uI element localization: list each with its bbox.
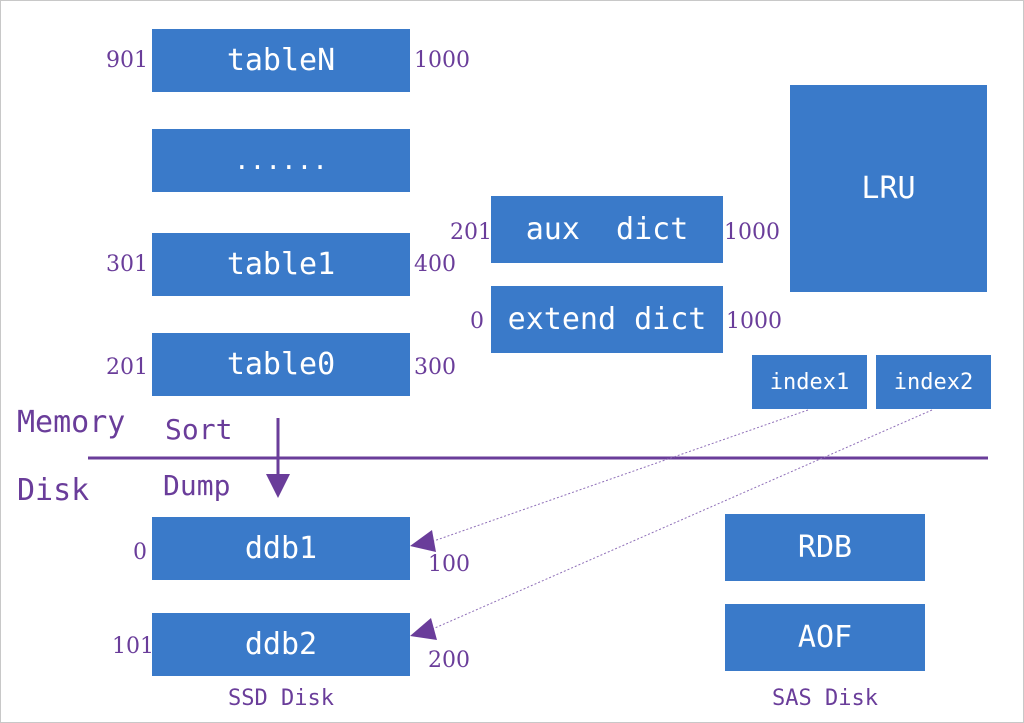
ddb1-block: ddb1	[152, 517, 410, 580]
sas-disk-caption: SAS Disk	[772, 686, 878, 711]
disk-section-label: Disk	[17, 473, 90, 508]
ddb2-block: ddb2	[152, 613, 410, 676]
ddb1-label: ddb1	[244, 531, 318, 566]
lru-label: LRU	[861, 171, 916, 206]
extend-dict-end: 1000	[726, 309, 782, 334]
table-n-end: 1000	[414, 48, 470, 73]
table0-label: table0	[226, 347, 336, 382]
table-n-label: tableN	[226, 43, 336, 78]
table0-block: table0	[152, 333, 410, 396]
rdb-block: RDB	[725, 514, 925, 581]
sort-label: Sort	[165, 413, 233, 446]
index1-block: index1	[752, 355, 867, 409]
index2-block: index2	[876, 355, 991, 409]
aof-label: AOF	[797, 620, 853, 655]
aux-dict-label: aux dict	[525, 212, 689, 247]
table1-label: table1	[226, 247, 336, 282]
table-ellipsis-label: ......	[234, 145, 328, 176]
index2-label: index2	[893, 369, 974, 395]
lru-block: LRU	[790, 85, 987, 292]
ddb2-start: 101	[112, 634, 154, 659]
extend-dict-start: 0	[470, 309, 484, 334]
index1-label: index1	[769, 369, 850, 395]
table-n-block: tableN	[152, 29, 410, 92]
aux-dict-start: 201	[450, 220, 492, 245]
table-ellipsis-block: ......	[152, 129, 410, 192]
ddb2-end: 200	[428, 648, 470, 673]
table1-start: 301	[106, 252, 148, 277]
table1-block: table1	[152, 233, 410, 296]
ddb2-label: ddb2	[244, 627, 318, 662]
ssd-disk-caption: SSD Disk	[228, 686, 334, 711]
ddb1-end: 100	[428, 552, 470, 577]
table1-end: 400	[414, 252, 456, 277]
aof-block: AOF	[725, 604, 925, 671]
table0-start: 201	[106, 355, 148, 380]
memory-section-label: Memory	[17, 405, 126, 440]
dump-label: Dump	[163, 469, 231, 502]
ddb1-start: 0	[133, 540, 147, 565]
aux-dict-end: 1000	[724, 220, 780, 245]
aux-dict-block: aux dict	[491, 196, 723, 263]
extend-dict-block: extend dict	[491, 286, 723, 353]
extend-dict-label: extend dict	[507, 302, 707, 337]
table-n-start: 901	[106, 48, 148, 73]
table0-end: 300	[414, 355, 456, 380]
rdb-label: RDB	[797, 530, 853, 565]
